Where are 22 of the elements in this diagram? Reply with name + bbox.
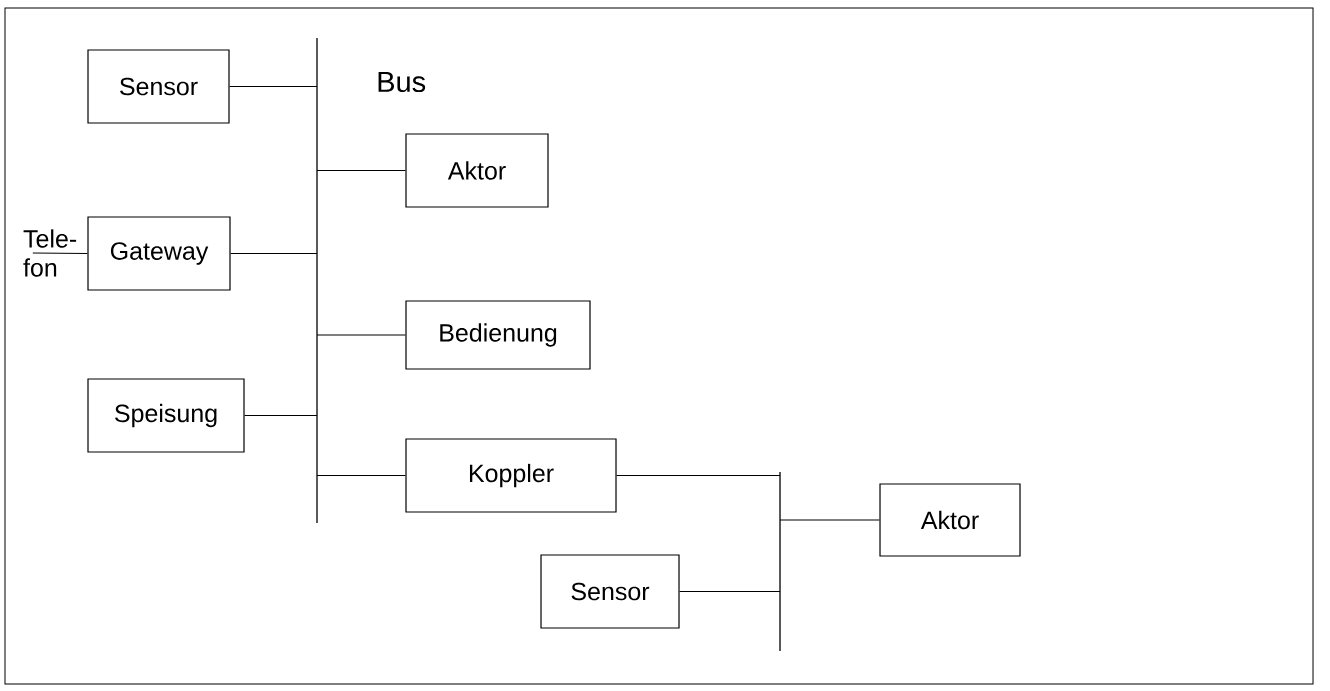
device-box: Aktor	[405, 133, 549, 208]
connector-line	[244, 414, 318, 417]
device-box: Sensor	[87, 49, 230, 124]
bus-line	[316, 37, 318, 524]
bus-label: Bus	[378, 71, 426, 93]
connector-line	[316, 474, 406, 477]
device-box: Aktor	[879, 483, 1021, 557]
connector-line	[316, 334, 406, 336]
connector-line	[616, 474, 781, 477]
device-box: Speisung	[87, 378, 245, 453]
connector-line	[229, 85, 318, 88]
device-box: Koppler	[405, 438, 617, 513]
connector-line	[32, 252, 88, 255]
connector-line	[779, 519, 880, 521]
terminal-label: Tele- fon	[23, 229, 77, 277]
device-box: Gateway	[87, 216, 231, 291]
device-box: Bedienung	[405, 300, 591, 370]
connector-line	[230, 252, 318, 255]
connector-line	[679, 590, 781, 593]
bus-line	[779, 471, 781, 652]
connector-line	[316, 169, 406, 172]
device-box: Sensor	[540, 554, 680, 629]
